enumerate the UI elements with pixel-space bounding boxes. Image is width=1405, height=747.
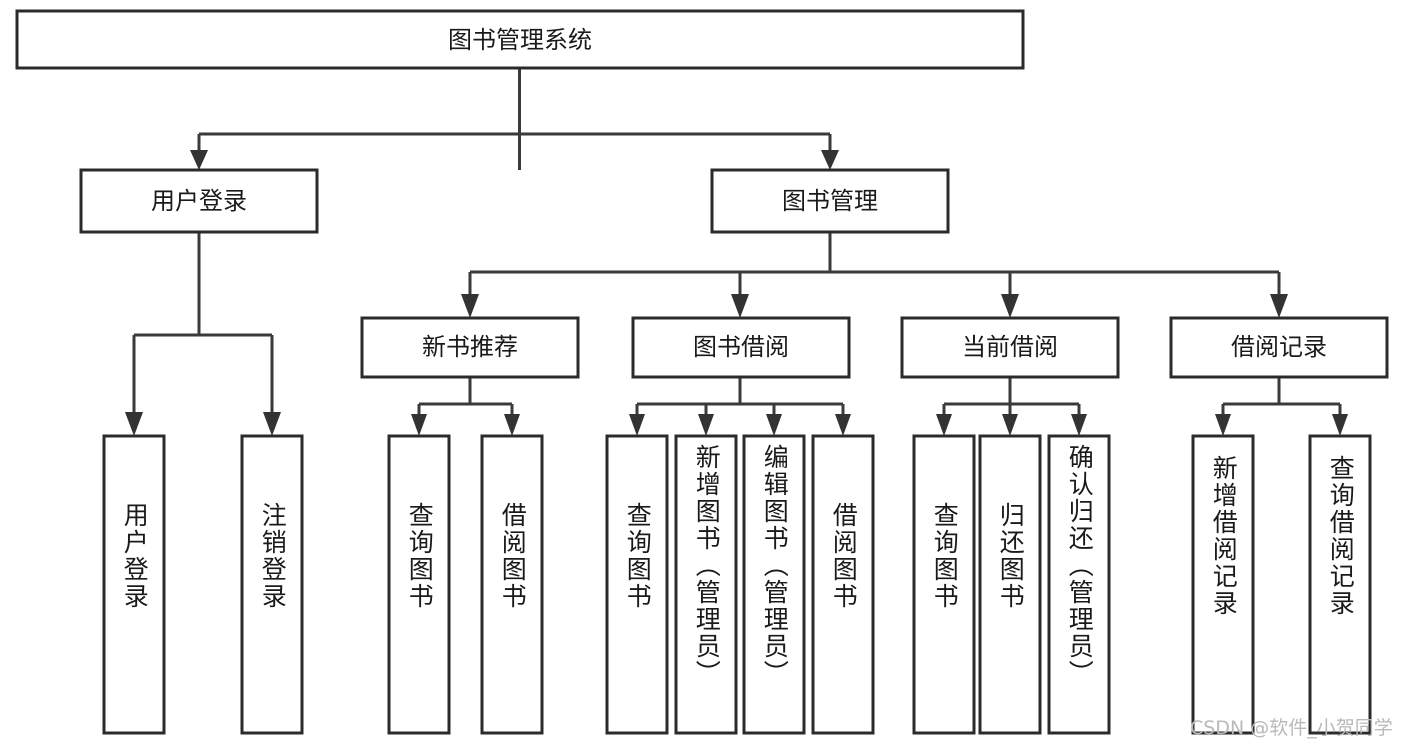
leaf-box-new-book-1[interactable] <box>387 434 451 735</box>
leaf-box-book-borrow-2[interactable] <box>674 434 738 735</box>
node-box-root[interactable] <box>15 9 1025 70</box>
arrow-icon-borrow-record <box>1270 294 1288 318</box>
leaf-box-current-borrow-1[interactable] <box>912 434 976 735</box>
leaf-box-book-borrow-1[interactable] <box>605 434 669 735</box>
arrow-icon-leaf-book-borrow-1 <box>629 414 645 436</box>
connectors-root-to-level2 <box>190 68 839 170</box>
leaf-box-book-borrow-4[interactable] <box>811 434 875 735</box>
node-box-user-login[interactable] <box>79 168 319 234</box>
node-box-book-manage[interactable] <box>710 168 950 234</box>
node-label-book-borrow: 图书借阅 <box>693 333 789 361</box>
arrow-icon-leaf-current-borrow-2 <box>1002 414 1018 436</box>
arrow-icon-leaf-book-borrow-3 <box>766 414 782 436</box>
arrow-icon-leaf-current-borrow-1 <box>936 414 952 436</box>
leaf-box-borrow-record-2[interactable] <box>1308 434 1372 735</box>
node-label-borrow-record: 借阅记录 <box>1231 333 1327 361</box>
node-label-current-borrow: 当前借阅 <box>962 333 1058 361</box>
leaf-box-current-borrow-2[interactable] <box>978 434 1042 735</box>
node-label-user-login: 用户登录 <box>151 187 247 215</box>
watermark-text: CSDN @软件_小贺同学 <box>1190 717 1393 739</box>
leaf-box-borrow-record-1[interactable] <box>1191 434 1255 735</box>
arrow-icon-leaf-book-borrow-4 <box>835 414 851 436</box>
arrow-icon-new-book <box>461 294 479 318</box>
node-label-new-book-recommend: 新书推荐 <box>422 333 518 361</box>
leaf-box-user-login-1[interactable] <box>102 434 166 735</box>
node-label-book-manage: 图书管理 <box>782 187 878 215</box>
arrow-icon-user-login <box>190 150 208 170</box>
arrow-icon-leaf-new-book-1 <box>411 414 427 436</box>
connectors-user-login-to-leaves <box>125 232 281 436</box>
node-label-root: 图书管理系统 <box>448 26 592 54</box>
leaf-box-new-book-2[interactable] <box>480 434 544 735</box>
arrow-icon-current-borrow <box>1001 294 1019 318</box>
leaf-box-book-borrow-3[interactable] <box>742 434 806 735</box>
arrow-icon-leaf-borrow-record-2 <box>1332 414 1348 436</box>
arrow-icon-leaf-new-book-2 <box>504 414 520 436</box>
node-box-current-borrow[interactable] <box>900 316 1120 379</box>
arrow-icon-leaf-current-borrow-3 <box>1071 414 1087 436</box>
arrow-icon-leaf-user-login-1 <box>125 412 143 436</box>
node-box-book-borrow[interactable] <box>631 316 851 379</box>
arrow-icon-leaf-book-borrow-2 <box>698 414 714 436</box>
connectors-new-book-to-leaves <box>411 377 520 436</box>
arrow-icon-book-borrow <box>731 294 749 318</box>
leaf-box-current-borrow-3[interactable] <box>1047 434 1111 735</box>
arrow-icon-leaf-user-login-2 <box>263 412 281 436</box>
arrow-icon-book-manage <box>821 150 839 170</box>
connectors-current-borrow-to-leaves <box>936 377 1087 436</box>
connectors-borrow-record-to-leaves <box>1215 377 1348 436</box>
leaf-box-user-login-2[interactable] <box>240 434 304 735</box>
connectors-book-borrow-to-leaves <box>629 377 851 436</box>
connectors-book-manage-to-level3 <box>461 232 1288 318</box>
node-box-new-book-recommend[interactable] <box>360 316 580 379</box>
node-box-borrow-record[interactable] <box>1169 316 1389 379</box>
arrow-icon-leaf-borrow-record-1 <box>1215 414 1231 436</box>
